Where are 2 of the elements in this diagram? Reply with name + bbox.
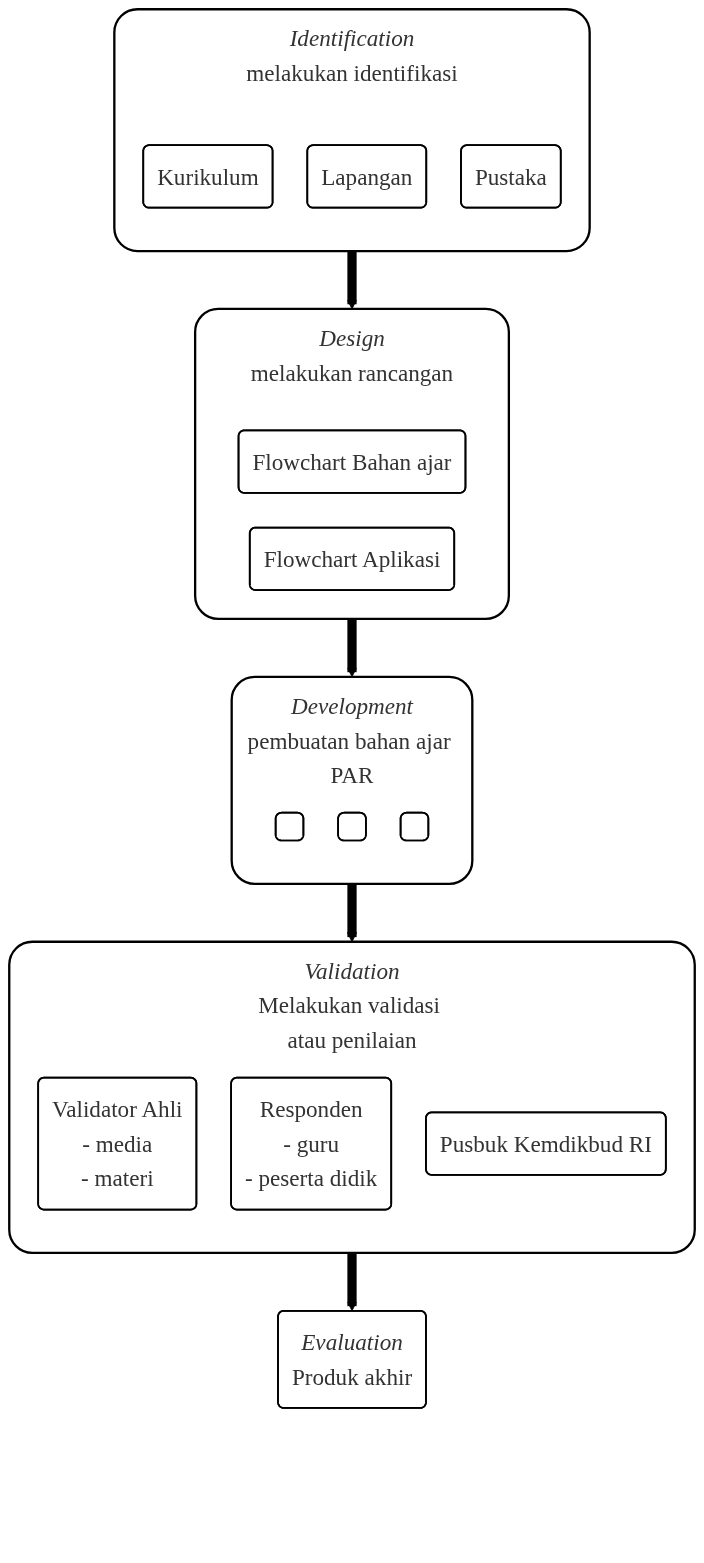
arrow bbox=[346, 1252, 358, 1312]
cluster: Development pembuatan bahan ajar PAR bbox=[230, 675, 474, 886]
